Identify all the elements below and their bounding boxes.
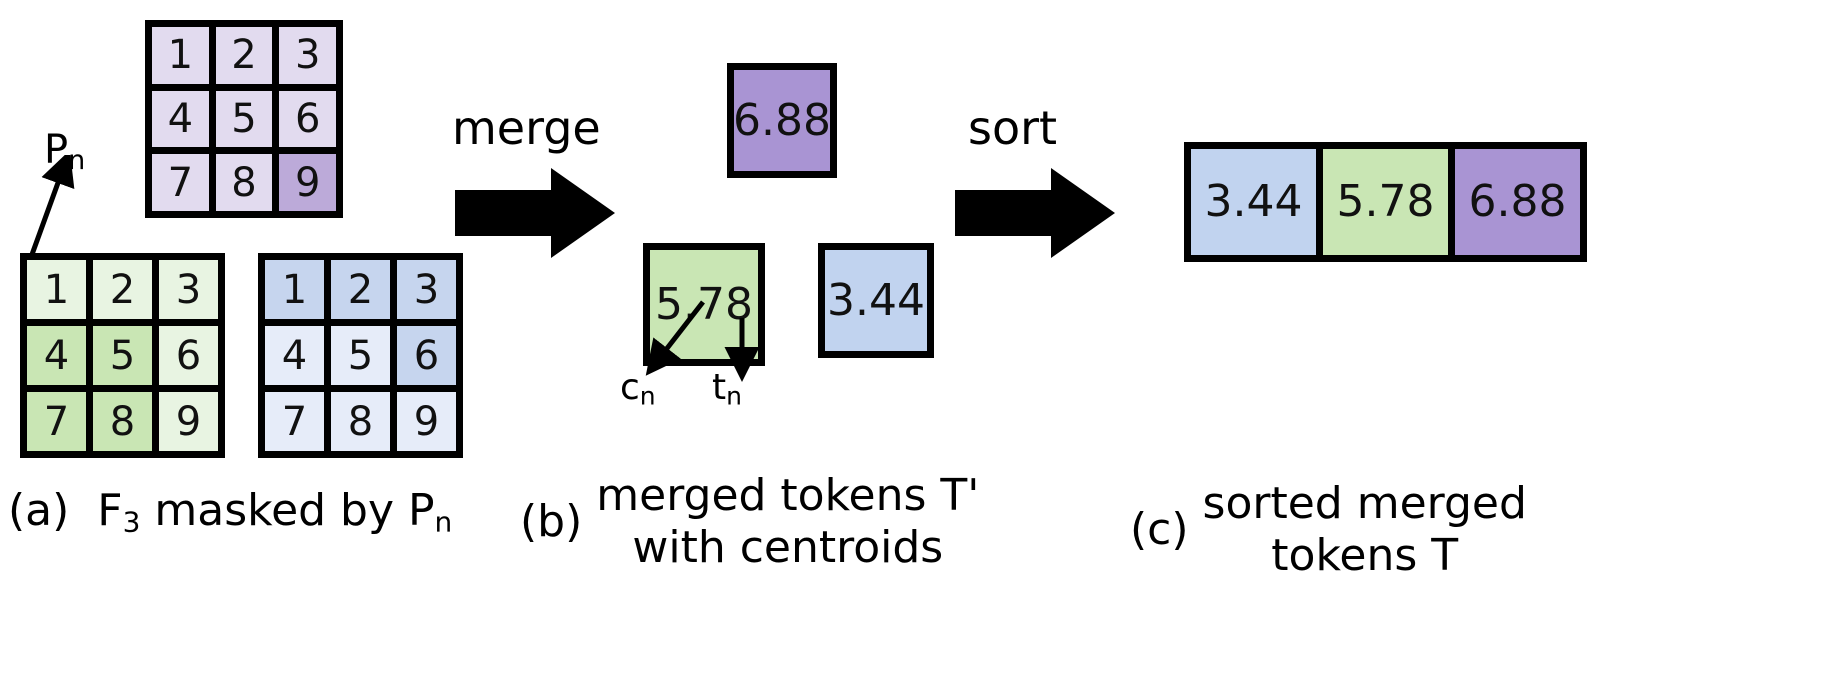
grid-cell-highlighted: 5 [93,326,152,385]
grid-cell: 1 [27,260,86,319]
grid-cell: 4 [152,90,209,148]
pn-pointer-arrow [27,155,75,261]
grid-cell: 9 [159,392,218,451]
grid-cell: 3 [159,260,218,319]
merged-token-purple: 6.88 [727,63,837,178]
grid-cell-highlighted: 8 [93,392,152,451]
sort-label: sort [968,101,1058,155]
sort-arrow-icon [955,168,1115,258]
caption-b-tag: (b) [520,496,583,547]
centroid-token-pointers [645,300,760,382]
tn-label-subscript: n [726,381,742,411]
caption-a-tag: (a) [8,485,70,536]
caption-c-line2: tokens T [1271,529,1459,581]
grid-cell: 3 [279,27,336,84]
sorted-token-1: 3.44 [1191,149,1316,255]
caption-c-line1: sorted merged [1202,478,1527,529]
merged-token-blue: 3.44 [818,243,934,358]
merge-label: merge [452,101,601,155]
caption-a-f: F [97,485,123,536]
sorted-token-row: 3.44 5.78 6.88 [1184,142,1587,262]
caption-b-line2: with centroids [632,521,944,573]
caption-b-line1: merged tokens T' [596,470,980,521]
cn-label-subscript: n [639,381,656,411]
grid-cell: 8 [331,392,390,451]
grid-cell: 1 [152,27,209,84]
grid-cell: 2 [215,27,273,84]
grid-cell: 4 [265,326,324,385]
grid-cell: 5 [215,90,273,148]
caption-a-f-sub: 3 [122,505,141,539]
cn-label: cn [620,370,656,409]
sorted-token-2: 5.78 [1323,149,1448,255]
blue-feature-grid: 1 2 3 4 5 6 7 8 9 [258,253,463,458]
grid-cell: 6 [159,326,218,385]
sorted-token-3: 6.88 [1455,149,1580,255]
purple-feature-grid: 1 2 3 4 5 6 7 8 9 [145,20,343,218]
tn-label: tn [712,370,742,409]
grid-cell: 2 [93,260,152,319]
grid-cell-highlighted: 1 [265,260,324,319]
grid-cell-highlighted: 4 [27,326,86,385]
caption-panel-a: (a) F3 masked by Pn [8,485,478,539]
caption-panel-c: (c) sorted merged tokens T [1130,478,1690,582]
grid-cell: 7 [152,154,209,211]
grid-cell: 5 [331,326,390,385]
caption-panel-b: (b) merged tokens T' with centroids [520,470,990,574]
green-feature-grid: 1 2 3 4 5 6 7 8 9 [20,253,225,458]
grid-cell-highlighted: 7 [27,392,86,451]
grid-cell-highlighted: 2 [331,260,390,319]
grid-cell: 7 [265,392,324,451]
grid-cell: 9 [397,392,456,451]
caption-c-tag: (c) [1130,504,1189,555]
grid-cell-highlighted: 3 [397,260,456,319]
grid-cell-highlighted: 6 [397,326,456,385]
grid-cell: 6 [279,90,336,148]
grid-cell-highlighted: 9 [279,154,336,211]
caption-a-rest: masked by P [140,485,435,536]
grid-cell: 8 [215,154,273,211]
merge-arrow-icon [455,168,615,258]
cn-label-text: c [620,367,640,408]
tn-label-text: t [712,367,727,408]
caption-a-rest-sub: n [434,505,453,539]
